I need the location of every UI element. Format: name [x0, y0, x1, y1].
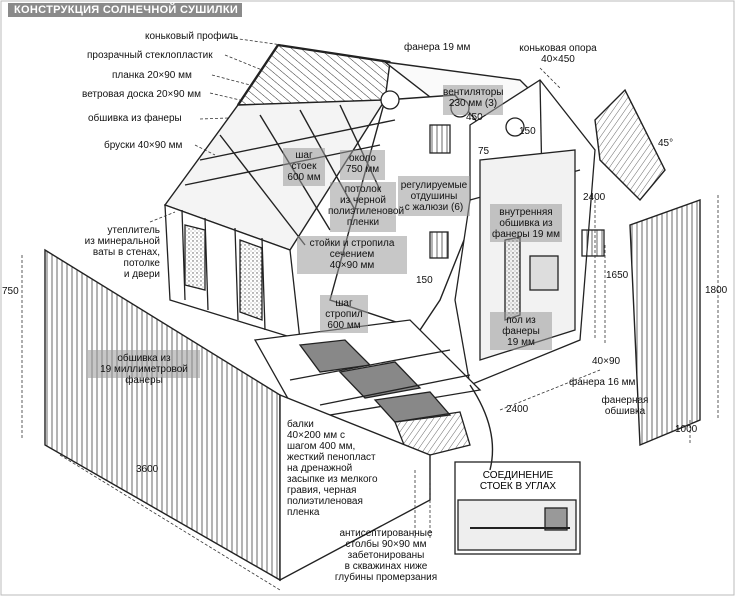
left-wall-frame: [164, 204, 521, 341]
label-ridge-support: коньковая опора 40×450: [519, 43, 597, 65]
label-wind-board: ветровая доска 20×90 мм: [82, 89, 202, 100]
label-ceiling-film: потолок из черной полиэтиленовой пленки: [328, 184, 405, 228]
label-d3600: 3600: [136, 464, 159, 475]
insulation: [184, 224, 206, 291]
label-d1800: 1800: [705, 285, 728, 296]
label-rafter-step: шаг стропил 600 мм: [325, 298, 363, 331]
roof-top-strip: [236, 44, 391, 106]
label-d2400-vertical: 2400: [583, 192, 606, 203]
label-plywood16: фанера 16 мм: [569, 377, 636, 388]
label-floor-plywood: пол из фанеры 19 мм: [502, 315, 540, 348]
label-d450: 450: [466, 112, 483, 123]
window: [529, 255, 559, 291]
fan: [505, 117, 525, 137]
page-title: КОНСТРУКЦИЯ СОЛНЕЧНОЙ СУШИЛКИ: [8, 3, 242, 17]
label-inner-sheathing: внутренняя обшивка из фанеры 19 мм: [491, 207, 561, 240]
label-d1000: 1000: [675, 424, 698, 435]
label-plank: планка 20×90 мм: [112, 70, 192, 81]
dimension-lines: [21, 36, 719, 591]
inset-leader: [469, 384, 494, 471]
label-pillars: антисептированные столбы 90×90 мм забето…: [334, 528, 438, 583]
label-d2400-horizontal: 2400: [506, 404, 529, 415]
label-d150b: 150: [416, 275, 433, 286]
label-about750: около 750 мм: [345, 153, 380, 175]
fan: [380, 90, 400, 110]
label-backgrounds: [88, 85, 562, 378]
vent-louver: [581, 229, 605, 257]
corner-joint-inset: [454, 461, 581, 555]
label-vents: регулируемые отдушины с жалюзи (6): [400, 180, 468, 213]
vent-louver: [429, 124, 451, 154]
vent-louver: [429, 231, 449, 259]
label-fans: вентиляторы 230 мм (3): [443, 87, 504, 109]
label-post-step: шаг стоек 600 мм: [287, 150, 321, 183]
label-ridge-profile: коньковый профиль: [145, 31, 239, 42]
label-bars: бруски 40×90 мм: [104, 140, 183, 151]
label-d750: 750: [2, 286, 19, 297]
label-beams: балки 40×200 мм с шагом 400 мм, жесткий …: [287, 419, 378, 518]
label-d75: 75: [478, 146, 490, 157]
label-insulation: утеплитель из минеральной ваты в стенах,…: [84, 225, 160, 280]
label-d40x90: 40×90: [592, 356, 621, 367]
label-plywood-sheathing: обшивка из фанеры: [88, 113, 182, 124]
insulation: [239, 239, 263, 321]
label-d1650: 1650: [606, 270, 629, 281]
label-sheathing19: обшивка из 19 миллиметровой фанеры: [100, 353, 188, 386]
label-posts-rafters: стойки и стропила сечением 40×90 мм: [309, 238, 395, 271]
label-plywood19: фанера 19 мм: [404, 42, 471, 53]
label-polycarbonate: прозрачный стеклопластик: [87, 50, 213, 61]
door: [594, 88, 701, 447]
label-plywood-sheathing2: фанерная обшивка: [601, 395, 649, 417]
inset-title: СОЕДИНЕНИЕ СТОЕК В УГЛАХ: [479, 470, 557, 492]
label-d150a: 150: [519, 126, 536, 137]
insulation: [504, 236, 521, 321]
label-angle45: 45°: [658, 138, 674, 149]
